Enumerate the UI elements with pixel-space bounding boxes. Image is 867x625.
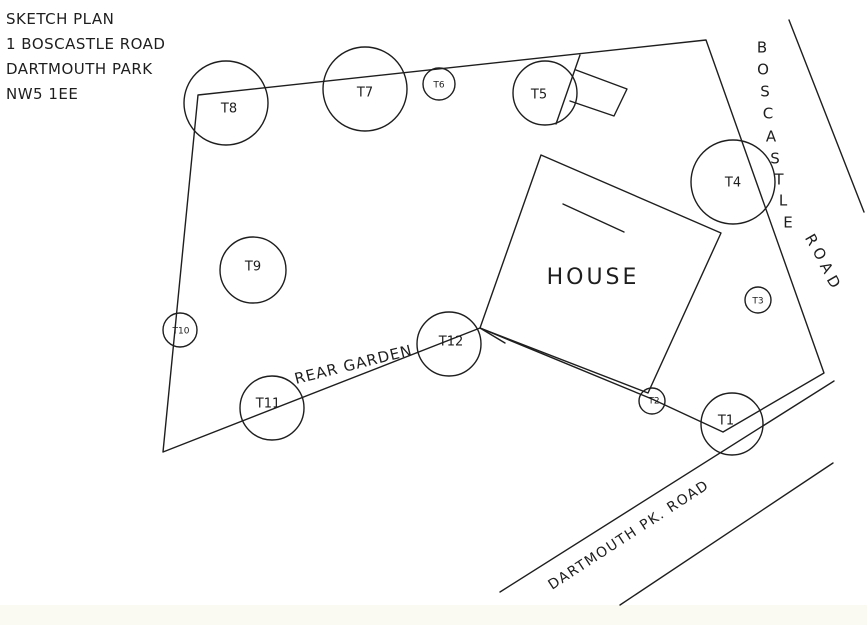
tree-t1: T1 — [700, 392, 764, 456]
tree-t8: T8 — [183, 60, 269, 146]
tree-label: T3 — [751, 297, 763, 307]
property-boundary — [162, 39, 825, 453]
tree-t7: T7 — [322, 46, 408, 132]
header-postcode: NW5 1EE — [6, 85, 78, 103]
tree-label: T4 — [724, 176, 741, 191]
road-letter: C — [763, 105, 773, 123]
tree-label: T8 — [220, 102, 237, 117]
paper-edge — [0, 605, 867, 625]
road-letter: R — [801, 231, 822, 249]
tree-label: T1 — [717, 414, 734, 429]
header-address-street: 1 BOSCASTLE ROAD — [6, 35, 165, 53]
tree-label: T10 — [172, 327, 190, 337]
road-letter: A — [766, 128, 777, 146]
tree-t2: T2 — [638, 387, 666, 415]
tree-canopy — [219, 236, 287, 304]
dartmouth-road-near-kerb — [499, 380, 835, 593]
boscastle-road-label: B O S C A S T L E R O A D — [757, 39, 844, 292]
tree-t11: T11 — [239, 375, 305, 441]
road-letter: E — [783, 214, 792, 232]
tree-canopy — [422, 67, 456, 101]
shed-divider-line — [555, 54, 581, 125]
tree-canopy — [512, 60, 578, 126]
house-mark-line — [562, 203, 625, 233]
tree-label: T12 — [438, 335, 463, 350]
tree-t5: T5 — [512, 60, 578, 126]
tree-t3: T3 — [744, 286, 772, 314]
tree-label: T5 — [530, 88, 547, 103]
tree-canopy — [690, 139, 776, 225]
dartmouth-road-label: DARTMOUTH PK. ROAD — [545, 477, 712, 593]
road-letter: O — [757, 61, 769, 79]
tree-canopy — [416, 311, 482, 377]
house-outline — [479, 154, 722, 394]
house-front-path — [479, 327, 506, 344]
road-letter: B — [757, 39, 767, 57]
tree-canopy — [183, 60, 269, 146]
tree-t12: T12 — [416, 311, 482, 377]
road-letter: T — [773, 171, 784, 189]
rear-garden-label: REAR GARDEN — [293, 341, 415, 388]
tree-label: T6 — [432, 81, 444, 91]
tree-canopy — [744, 286, 772, 314]
tree-t9: T9 — [219, 236, 287, 304]
dartmouth-road-far-kerb — [619, 462, 834, 606]
tree-label: T11 — [255, 397, 280, 412]
road-letter: L — [779, 192, 788, 210]
header-block: SKETCH PLAN 1 BOSCASTLE ROAD DARTMOUTH P… — [6, 10, 165, 103]
tree-canopy — [322, 46, 408, 132]
tree-canopy — [700, 392, 764, 456]
road-letter: S — [760, 83, 770, 101]
road-letter: S — [770, 150, 780, 168]
tree-canopy — [162, 312, 198, 348]
tree-canopy — [638, 387, 666, 415]
tree-t6: T6 — [422, 67, 456, 101]
header-title: SKETCH PLAN — [6, 10, 114, 28]
tree-label: T7 — [356, 86, 373, 101]
tree-label: T9 — [244, 260, 261, 275]
tree-canopy — [239, 375, 305, 441]
tree-t4: T4 — [690, 139, 776, 225]
road-letter: D — [823, 272, 844, 291]
tree-t10: T10 — [162, 312, 198, 348]
boscastle-road-kerb — [788, 19, 865, 213]
shed-outline — [569, 69, 628, 117]
tree-label: T2 — [647, 397, 659, 407]
house-label: HOUSE — [547, 265, 640, 290]
header-address-area: DARTMOUTH PARK — [6, 60, 153, 78]
